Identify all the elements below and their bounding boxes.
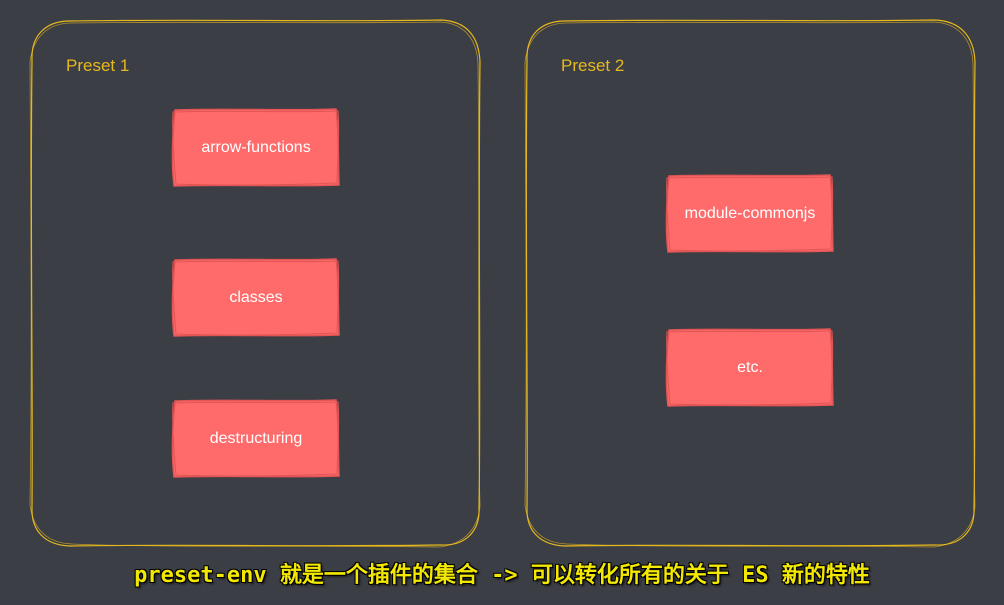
preset-2-label: Preset 2 [561,56,625,75]
subtitle-caption: preset-env 就是一个插件的集合 -> 可以转化所有的关于 ES 新的特… [134,563,870,588]
preset-1-label: Preset 1 [66,56,130,75]
preset-2-frame [524,19,976,548]
node-label-classes: classes [229,289,283,306]
node-label-module-commonjs: module-commonjs [684,205,816,222]
node-label-etc: etc. [737,359,763,376]
node-label-destructuring: destructuring [209,430,303,447]
preset-1-frame [29,19,481,548]
node-label-arrow-functions: arrow-functions [201,139,311,156]
